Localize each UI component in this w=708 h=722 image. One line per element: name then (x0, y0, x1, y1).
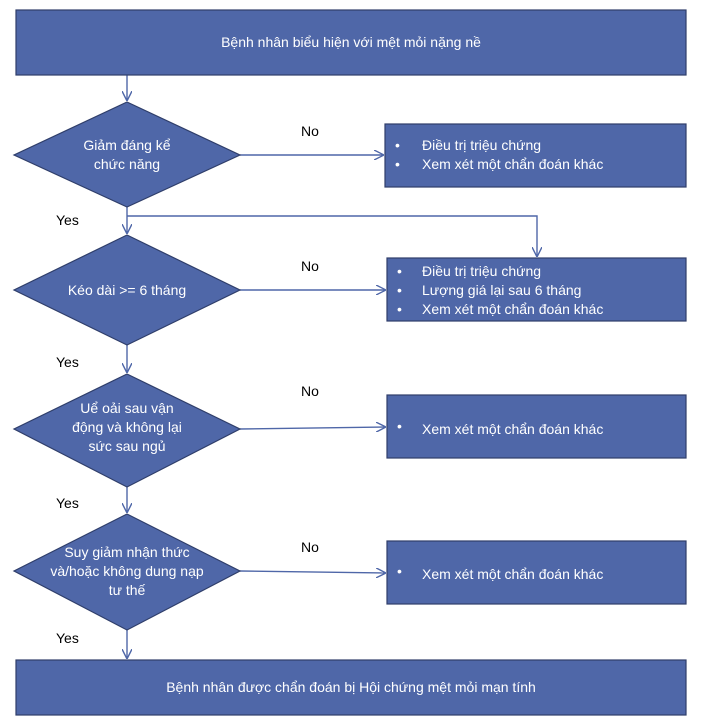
outcome-4-item-1: Xem xét một chẩn đoán khác (422, 566, 603, 582)
outcome-2-bullet-2: • (397, 282, 402, 298)
yes-label-4: Yes (56, 630, 79, 646)
edges (127, 75, 537, 658)
outcome-2-bullet-1: • (397, 263, 402, 279)
top-box-text: Bệnh nhân biểu hiện với mệt mỏi nặng nề (221, 34, 481, 50)
outcome-3-item-1: Xem xét một chẩn đoán khác (422, 421, 603, 437)
no-label-1: No (301, 123, 319, 139)
decision-3-line-1: Uể oải sau vận (80, 400, 173, 416)
decision-1-line-1: Giảm đáng kể (83, 137, 170, 153)
decision-4-line-2: và/hoặc không dung nạp (50, 563, 204, 579)
outcome-2-bullet-3: • (397, 301, 402, 317)
outcome-1-bullet-1: • (395, 137, 400, 153)
outcome-2-item-3: Xem xét một chẩn đoán khác (422, 301, 603, 317)
decision-3-line-3: sức sau ngủ (88, 438, 165, 454)
outcome-3: • Xem xét một chẩn đoán khác (386, 394, 687, 459)
decision-4: Suy giảm nhận thức và/hoặc không dung nạ… (12, 513, 242, 631)
decision-2-line-1: Kéo dài >= 6 tháng (68, 282, 186, 298)
outcome-1: • Điều trị triệu chứng • Xem xét một chẩ… (384, 123, 687, 188)
outcome-1-item-2: Xem xét một chẩn đoán khác (422, 156, 603, 172)
decision-1: Giảm đáng kể chức năng (12, 101, 242, 208)
decision-3-line-2: động và không lại (72, 419, 182, 435)
outcome-4-bullet-1: • (397, 563, 402, 579)
decision-4-line-1: Suy giảm nhận thức (64, 544, 189, 560)
bottom-box-text: Bệnh nhân được chẩn đoán bị Hội chứng mệ… (166, 679, 536, 695)
edge-labels: No No No No Yes Yes Yes Yes (56, 123, 319, 646)
top-box: Bệnh nhân biểu hiện với mệt mỏi nặng nề (15, 9, 687, 76)
no-label-3: No (301, 383, 319, 399)
yes-label-3: Yes (56, 495, 79, 511)
bottom-box: Bệnh nhân được chẩn đoán bị Hội chứng mệ… (15, 659, 687, 716)
outcome-2-item-1: Điều trị triệu chứng (422, 263, 541, 279)
no-label-2: No (301, 258, 319, 274)
yes-label-2: Yes (56, 354, 79, 370)
decision-1-line-2: chức năng (94, 156, 160, 172)
outcome-4: • Xem xét một chẩn đoán khác (386, 540, 687, 605)
no-label-4: No (301, 539, 319, 555)
yes-label-1: Yes (56, 212, 79, 228)
outcome-3-bullet-1: • (397, 418, 402, 434)
decision-2: Kéo dài >= 6 tháng (12, 234, 242, 346)
edge-d4-no (239, 571, 385, 573)
decision-3: Uể oải sau vận động và không lại sức sau… (12, 373, 242, 488)
outcome-2-item-2: Lượng giá lại sau 6 tháng (422, 282, 581, 298)
decision-4-line-3: tư thế (109, 582, 146, 598)
edge-d1-yes-branch (127, 215, 537, 256)
outcome-1-bullet-2: • (395, 156, 400, 172)
outcome-2: • Điều trị triệu chứng • Lượng giá lại s… (386, 257, 687, 322)
outcome-1-item-1: Điều trị triệu chứng (422, 137, 541, 153)
edge-d3-no (239, 427, 385, 429)
